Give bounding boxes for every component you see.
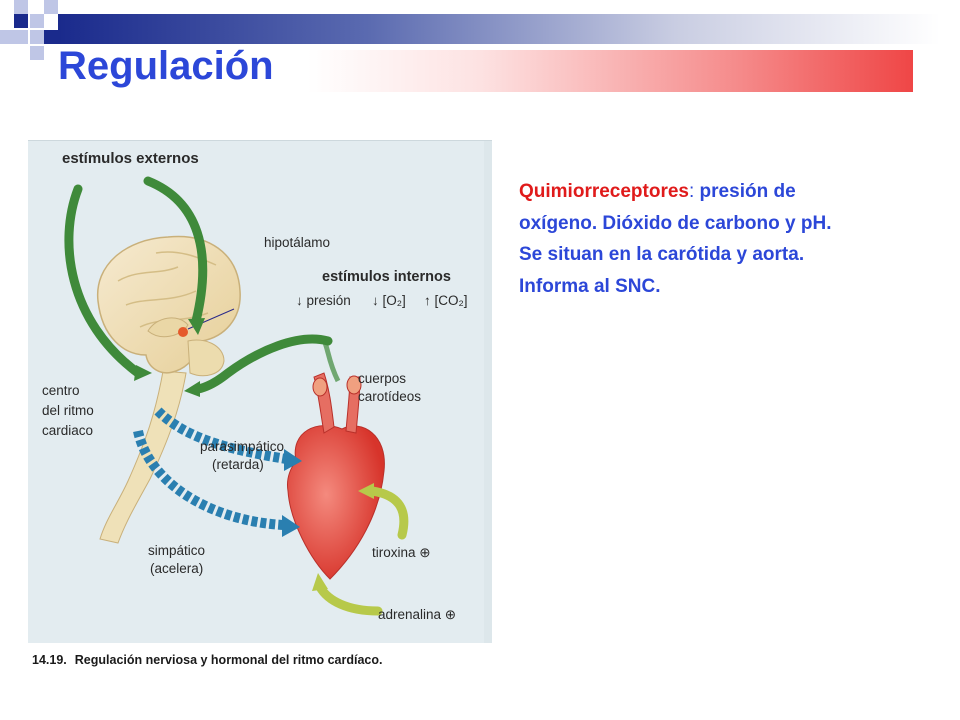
carotid-body-right (346, 375, 362, 395)
label-external-stimuli: estímulos externos (62, 150, 199, 167)
internal-stimuli-arrow (193, 334, 333, 394)
text-line-4: Informa al SNC. (519, 275, 661, 297)
corner-square-8 (30, 30, 44, 44)
text-line-2: oxígeno. Dióxido de carbono y pH. (519, 212, 832, 234)
corner-square-10 (30, 46, 44, 60)
label-sympathetic-1: simpático (148, 543, 206, 558)
hypothalamus-dot (178, 327, 188, 337)
sympathetic-arrow (133, 429, 285, 530)
label-parasympathetic-1: parasimpático (200, 439, 285, 454)
chemoreceptors-term: Quimiorreceptores (519, 181, 689, 202)
chemoreceptors-text: Quimiorreceptores: presión de oxígeno. D… (519, 176, 929, 302)
cerebellum (187, 339, 225, 377)
figure-caption: 14.19. Regulación nerviosa y hormonal del… (32, 653, 383, 667)
label-o2: ↓ [O₂] (372, 293, 406, 308)
carotid-body-left (312, 377, 328, 397)
external-stimuli-arrow-2 (143, 176, 208, 326)
heart-regulation-figure: estímulos externos hipotálamo estímulos … (28, 140, 492, 643)
label-parasympathetic-2: (retarda) (212, 457, 264, 472)
text-line-1-rest: presión de (694, 181, 796, 202)
label-carotid-bodies-2: carotídeos (358, 389, 422, 404)
header-gradient-band (58, 14, 940, 44)
label-center-1: centro (42, 383, 80, 398)
label-adrenaline: adrenalina ⊕ (378, 607, 457, 622)
label-center-3: cardiaco (42, 423, 94, 438)
label-sympathetic-2: (acelera) (150, 561, 204, 576)
label-hypothalamus: hipotálamo (264, 235, 331, 250)
parasympathetic-arrow (154, 407, 287, 464)
label-thyroxine: tiroxina ⊕ (372, 545, 431, 560)
corner-square-1 (14, 0, 28, 14)
title-gradient-band (48, 50, 913, 92)
text-line-3: Se situan en la carótida y aorta. (519, 244, 805, 265)
figure-illustration (64, 141, 492, 643)
corner-square-7 (14, 30, 28, 44)
text-line-1: Quimiorreceptores: presión de (519, 176, 929, 208)
caption-number: 14.19. (32, 653, 67, 667)
label-carotid-bodies-1: cuerpos (358, 371, 407, 386)
corner-square-6 (0, 30, 14, 44)
label-center-2: del ritmo (42, 403, 94, 418)
heart (287, 425, 385, 580)
corner-square-3 (14, 14, 28, 28)
external-stimuli-arrow-1 (64, 184, 143, 378)
caption-text: Regulación nerviosa y hormonal del ritmo… (74, 653, 383, 667)
adrenaline-arrow (315, 582, 383, 616)
slide-title: Regulación (58, 44, 274, 88)
thyroxine-arrow (367, 486, 409, 540)
corner-square-9 (44, 30, 58, 44)
spinal-cord (99, 370, 187, 544)
label-internal-stimuli: estímulos internos (322, 269, 451, 285)
label-pressure: ↓ presión (296, 293, 351, 308)
term-colon: : (689, 181, 695, 202)
label-co2: ↑ [CO₂] (424, 293, 468, 308)
corner-square-2 (30, 0, 44, 14)
corner-square-4 (44, 0, 58, 14)
corner-square-5 (30, 14, 44, 28)
